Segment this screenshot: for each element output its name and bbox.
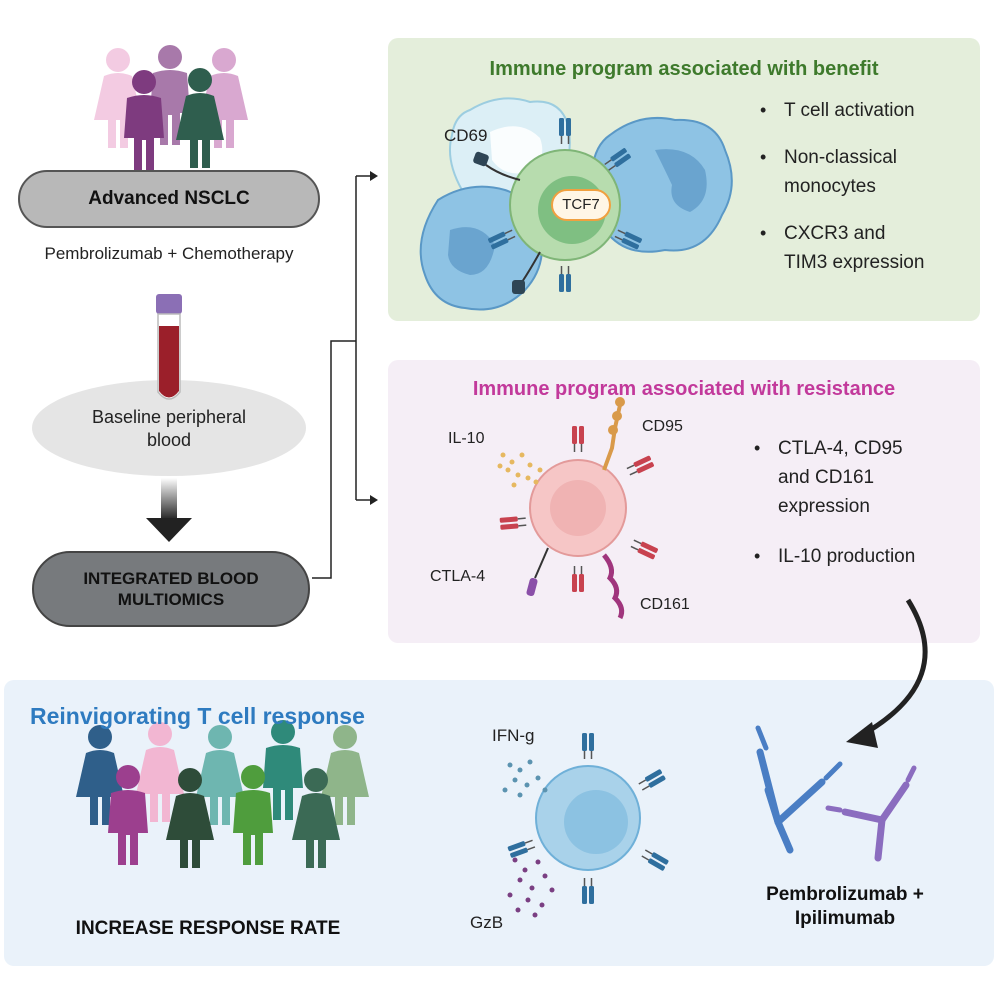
- blood-tube-icon: [156, 294, 182, 400]
- responding-patient-group-icon: [76, 720, 369, 868]
- antibody-icon: [755, 725, 843, 854]
- outcome-label: INCREASE RESPONSE RATE: [75, 918, 341, 939]
- curved-arrow-icon: [846, 598, 928, 748]
- treatment-label: Pembrolizumab + Chemotherapy: [44, 244, 294, 263]
- down-arrow-icon: [146, 478, 192, 542]
- patient-group-label: Advanced NSCLC: [18, 170, 320, 228]
- drug-label-line2: Ipilimumab: [794, 908, 896, 929]
- resistance-title: Immune program associated with resistanc…: [472, 378, 896, 400]
- benefit-title: Immune program associated with benefit: [489, 58, 879, 80]
- patient-group-icon: [94, 45, 248, 170]
- ctla4-label: CTLA-4: [430, 568, 486, 585]
- benefit-cell-illustration: [419, 97, 733, 311]
- tcf7-label: TCF7: [562, 196, 600, 213]
- gzb-label: GzB: [470, 913, 504, 932]
- benefit-bullet-item: T cell activation: [758, 96, 924, 125]
- bracket-connector: [312, 175, 370, 579]
- analysis-label: INTEGRATED BLOOD MULTIOMICS: [32, 551, 310, 627]
- reinvigoration-title: Reinvigorating T cell response: [30, 703, 365, 729]
- reinvigorated-cell-illustration: [502, 732, 670, 918]
- benefit-bullet-list: T cell activation Non-classicalmonocytes…: [758, 96, 924, 277]
- analysis-label-line2: MULTIOMICS: [117, 590, 225, 609]
- antibody-icon: [825, 765, 917, 862]
- arrow-head-icon: [370, 171, 378, 181]
- arrow-head-icon: [370, 495, 378, 505]
- cd161-label: CD161: [640, 596, 690, 613]
- il10-label: IL-10: [448, 430, 485, 447]
- cd69-label: CD69: [444, 126, 488, 145]
- sample-label-line1: Baseline peripheral: [91, 407, 247, 427]
- resistance-cell-illustration: [497, 397, 660, 620]
- analysis-label-line1: INTEGRATED BLOOD: [83, 569, 259, 588]
- resistance-bullet-item: IL-10 production: [752, 542, 915, 571]
- drug-label-line1: Pembrolizumab +: [766, 884, 924, 905]
- ifng-label: IFN-g: [492, 726, 535, 745]
- sample-label-line2: blood: [146, 430, 192, 450]
- cd95-label: CD95: [642, 418, 683, 435]
